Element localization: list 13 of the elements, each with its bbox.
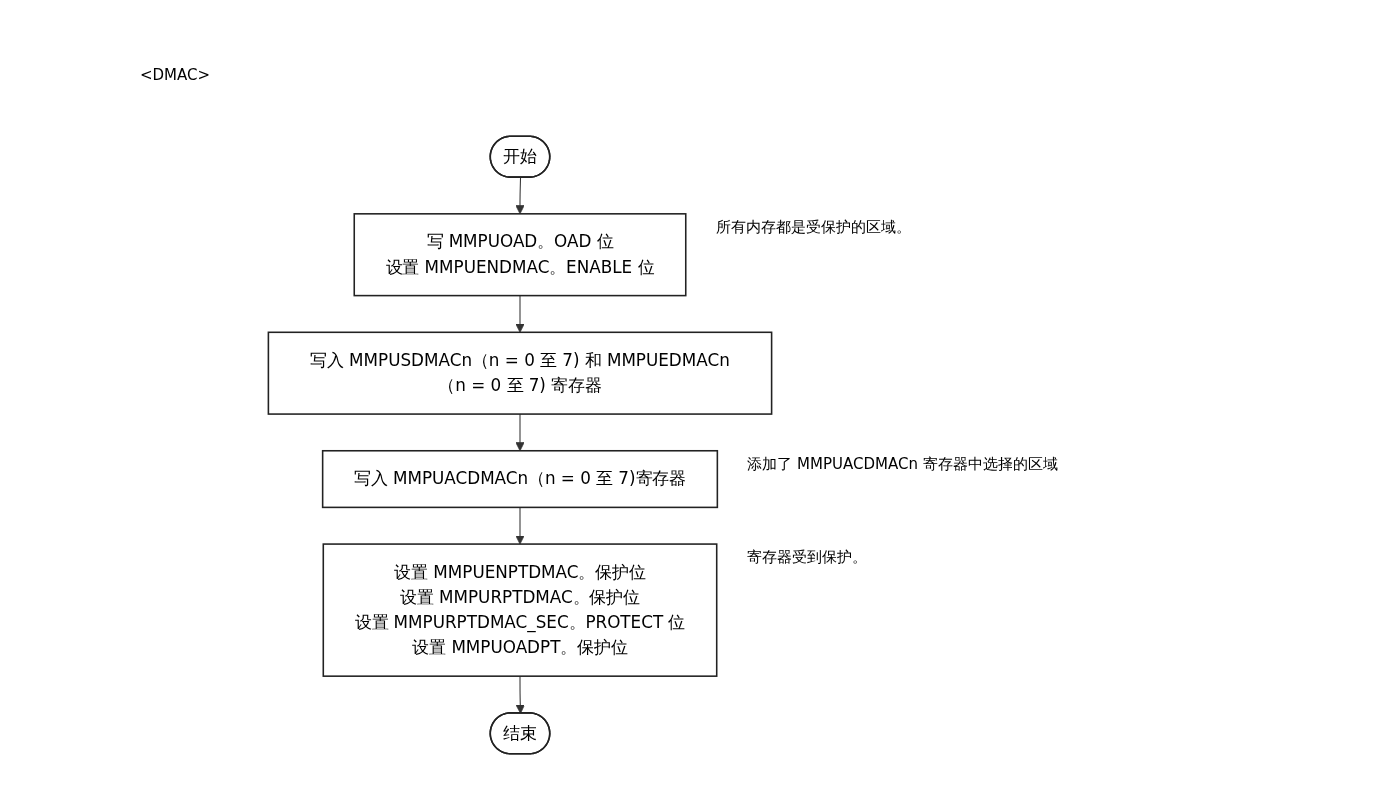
side-note: 寄存器受到保护。 — [746, 548, 868, 568]
node-box: 写入 MMPUACDMACn（n = 0 至 7)寄存器 — [321, 450, 719, 509]
arrow — [515, 413, 525, 452]
arrow — [515, 506, 525, 545]
arrow — [515, 177, 525, 215]
node-box: 写入 MMPUSDMACn（n = 0 至 7) 和 MMPUEDMACn（n = 0 至 7) 寄存器 — [267, 331, 773, 415]
node-box: 设置 MMPUENPTDMAC。保护位 设置 MMPURPTDMAC。保护位 设置 MMPURPTDMAC_SEC。PROTECT 位 设置 MMPUOADPT。保护位 — [322, 543, 718, 677]
arrow — [515, 295, 525, 333]
node-box: 写 MMPUOAD。OAD 位 设置 MMPUENDMAC。ENABLE 位 — [353, 213, 687, 297]
arrow — [515, 675, 525, 714]
diagram-title: <DMAC> — [140, 66, 211, 84]
side-note: 所有内存都是受保护的区域。 — [715, 217, 912, 237]
side-note: 添加了 MMPUACDMACn 寄存器中选择的区域 — [747, 454, 1059, 474]
